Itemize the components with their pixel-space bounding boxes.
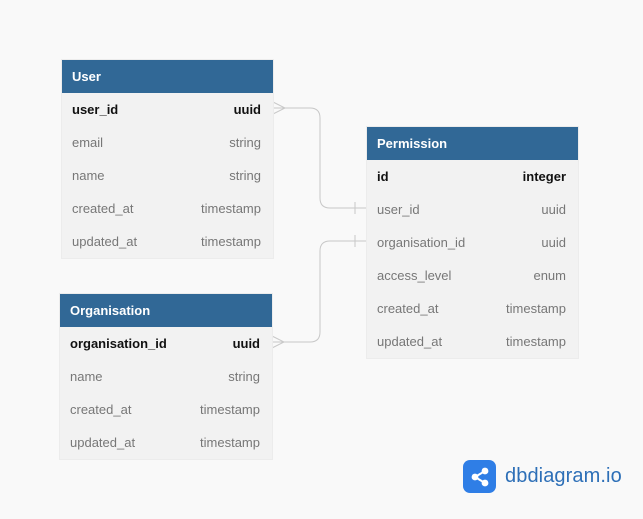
brand-name: dbdiagram.io bbox=[505, 465, 622, 487]
table-row[interactable]: created_at timestamp bbox=[367, 292, 578, 325]
column-type: string bbox=[229, 135, 261, 150]
table-header[interactable]: Permission bbox=[367, 127, 578, 160]
relation-organisation-permission[interactable] bbox=[271, 235, 367, 349]
column-type: uuid bbox=[232, 336, 260, 351]
column-type: uuid bbox=[541, 202, 566, 217]
table-row[interactable]: id integer bbox=[367, 160, 578, 193]
column-name: name bbox=[72, 168, 105, 183]
column-type: integer bbox=[522, 169, 566, 184]
column-name: organisation_id bbox=[377, 235, 466, 250]
table-organisation[interactable]: Organisation organisation_id uuid name s… bbox=[60, 294, 272, 459]
column-type: timestamp bbox=[201, 201, 261, 216]
column-name: updated_at bbox=[377, 334, 443, 349]
column-type: timestamp bbox=[200, 435, 260, 450]
table-permission[interactable]: Permission id integer user_id uuid organ… bbox=[367, 127, 578, 358]
share-nodes-icon bbox=[463, 460, 496, 493]
table-row[interactable]: user_id uuid bbox=[62, 93, 273, 126]
column-name: updated_at bbox=[72, 234, 138, 249]
table-row[interactable]: updated_at timestamp bbox=[62, 225, 273, 258]
column-name: organisation_id bbox=[70, 336, 167, 351]
column-type: timestamp bbox=[200, 402, 260, 417]
column-name: user_id bbox=[377, 202, 420, 217]
table-header[interactable]: Organisation bbox=[60, 294, 272, 327]
table-row[interactable]: access_level enum bbox=[367, 259, 578, 292]
table-row[interactable]: user_id uuid bbox=[367, 193, 578, 226]
relation-user-permission[interactable] bbox=[272, 101, 367, 214]
table-header[interactable]: User bbox=[62, 60, 273, 93]
table-user[interactable]: User user_id uuid email string name stri… bbox=[62, 60, 273, 258]
column-name: updated_at bbox=[70, 435, 136, 450]
column-name: email bbox=[72, 135, 104, 150]
table-row[interactable]: organisation_id uuid bbox=[60, 327, 272, 360]
column-type: enum bbox=[533, 268, 566, 283]
table-row[interactable]: name string bbox=[62, 159, 273, 192]
brand-logo[interactable]: dbdiagram.io bbox=[463, 460, 622, 493]
table-row[interactable]: name string bbox=[60, 360, 272, 393]
table-row[interactable]: email string bbox=[62, 126, 273, 159]
column-name: user_id bbox=[72, 102, 119, 117]
column-name: created_at bbox=[70, 402, 132, 417]
table-row[interactable]: created_at timestamp bbox=[60, 393, 272, 426]
column-name: name bbox=[70, 369, 103, 384]
column-name: created_at bbox=[377, 301, 439, 316]
column-type: uuid bbox=[541, 235, 566, 250]
column-type: timestamp bbox=[201, 234, 261, 249]
crowfoot-many-icon bbox=[272, 101, 287, 115]
crowfoot-many-icon bbox=[271, 335, 286, 349]
column-type: timestamp bbox=[506, 301, 566, 316]
column-name: id bbox=[377, 169, 389, 184]
table-row[interactable]: updated_at timestamp bbox=[60, 426, 272, 459]
column-name: access_level bbox=[377, 268, 452, 283]
table-row[interactable]: updated_at timestamp bbox=[367, 325, 578, 358]
column-type: string bbox=[229, 168, 261, 183]
column-type: uuid bbox=[233, 102, 261, 117]
column-type: timestamp bbox=[506, 334, 566, 349]
column-type: string bbox=[228, 369, 260, 384]
column-name: created_at bbox=[72, 201, 134, 216]
table-row[interactable]: organisation_id uuid bbox=[367, 226, 578, 259]
table-row[interactable]: created_at timestamp bbox=[62, 192, 273, 225]
